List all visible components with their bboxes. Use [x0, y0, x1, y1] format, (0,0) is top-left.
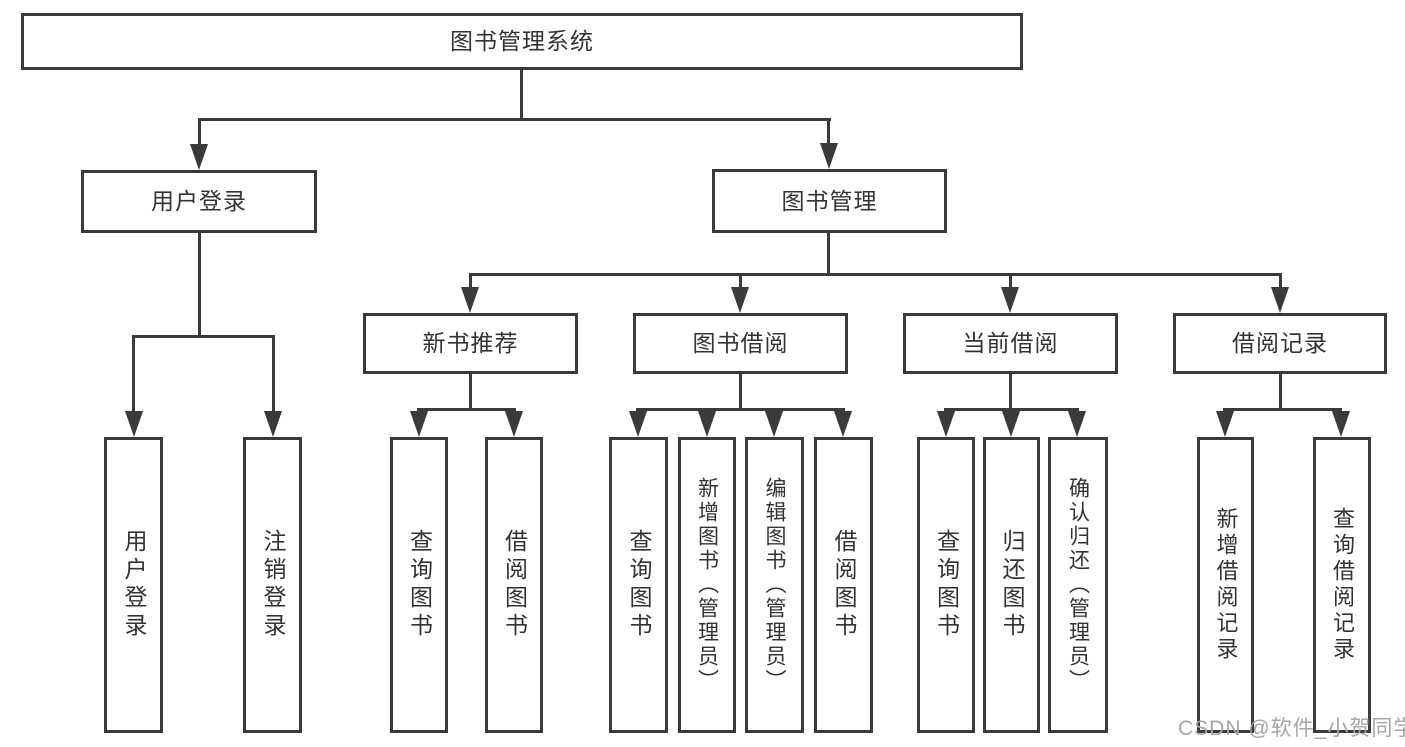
leaf-add-books-admin: 新增图书（管理员）: [678, 437, 736, 733]
connector-vline: [272, 335, 275, 411]
leaf-edit-books-admin: 编辑图书（管理员）: [745, 437, 804, 733]
connector-hline: [417, 408, 516, 411]
leaf-current-query-books: 查询图书: [917, 437, 975, 733]
node-book-borrow: 图书借阅: [633, 313, 848, 374]
leaf-borrow-query-books: 查询图书: [609, 437, 668, 733]
arrowhead-down-icon: [698, 411, 716, 437]
watermark: CSDN @软件_小贺同学: [1178, 717, 1405, 740]
arrowhead-down-icon: [1332, 411, 1350, 437]
leaf-confirm-return-admin: 确认归还（管理员）: [1048, 437, 1108, 733]
arrowhead-down-icon: [731, 287, 749, 313]
node-new-book-recommend: 新书推荐: [363, 313, 578, 374]
leaf-recommend-borrow-books: 借阅图书: [485, 437, 543, 733]
node-current-borrow: 当前借阅: [903, 313, 1118, 374]
connector-vline: [827, 118, 830, 146]
arrowhead-down-icon: [505, 411, 523, 437]
node-root-system: 图书管理系统: [21, 13, 1023, 70]
leaf-borrow-books: 借阅图书: [814, 437, 873, 733]
connector-vline: [132, 335, 135, 411]
connector-vline: [198, 118, 201, 146]
arrowhead-down-icon: [190, 144, 208, 170]
arrowhead-down-icon: [1068, 411, 1086, 437]
arrowhead-down-icon: [765, 411, 783, 437]
connector-vline: [469, 273, 472, 289]
connector-hline: [198, 118, 831, 121]
connector-hline: [636, 408, 845, 411]
connector-vline: [469, 374, 472, 408]
arrowhead-down-icon: [1001, 287, 1019, 313]
arrowhead-down-icon: [264, 411, 282, 437]
leaf-logout: 注销登录: [243, 437, 302, 733]
node-borrow-records: 借阅记录: [1173, 313, 1387, 374]
leaf-user-login: 用户登录: [104, 437, 163, 733]
leaf-query-borrow-record: 查询借阅记录: [1313, 437, 1371, 733]
connector-hline: [469, 273, 1282, 276]
connector-vline: [520, 69, 523, 118]
arrowhead-down-icon: [937, 411, 955, 437]
arrowhead-down-icon: [461, 287, 479, 313]
connector-vline: [739, 273, 742, 289]
leaf-recommend-query-books: 查询图书: [390, 437, 448, 733]
node-user-login: 用户登录: [81, 170, 317, 233]
connector-vline: [1009, 273, 1012, 289]
arrowhead-down-icon: [1216, 411, 1234, 437]
arrowhead-down-icon: [1002, 411, 1020, 437]
node-book-management: 图书管理: [712, 169, 947, 233]
leaf-return-books: 归还图书: [983, 437, 1040, 733]
arrowhead-down-icon: [820, 143, 838, 169]
connector-hline: [132, 335, 275, 338]
arrowhead-down-icon: [410, 411, 428, 437]
connector-vline: [198, 233, 201, 335]
arrowhead-down-icon: [629, 411, 647, 437]
connector-vline: [1279, 374, 1282, 408]
connector-vline: [1009, 374, 1012, 408]
connector-vline: [1279, 273, 1282, 289]
connector-vline: [827, 233, 830, 273]
arrowhead-down-icon: [125, 411, 143, 437]
connector-vline: [739, 374, 742, 408]
arrowhead-down-icon: [1271, 287, 1289, 313]
arrowhead-down-icon: [834, 411, 852, 437]
connector-hline: [1223, 408, 1342, 411]
leaf-add-borrow-record: 新增借阅记录: [1197, 437, 1254, 733]
